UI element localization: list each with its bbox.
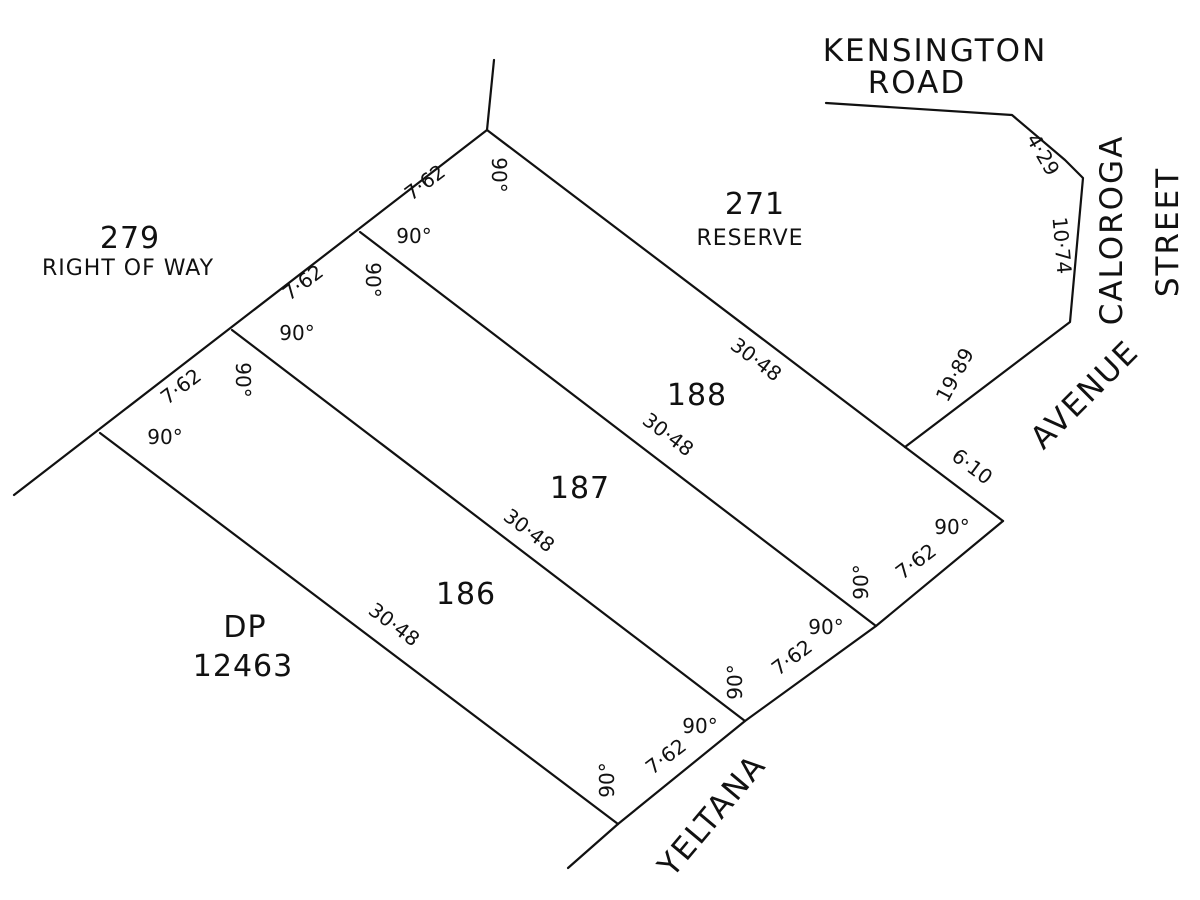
angle-lot-187-rear-upper: 90° bbox=[361, 262, 385, 297]
angle-lot-188-rear-upper: 90° bbox=[487, 157, 511, 192]
northeast-boundary-line bbox=[485, 58, 496, 132]
road-label-avenue: AVENUE bbox=[1024, 334, 1147, 457]
yeltana-frontage-line bbox=[616, 519, 1005, 826]
dimension-lot-186-dp-depth: 30·48 bbox=[364, 598, 424, 652]
angle-lot-186-front-upper: 90° bbox=[682, 714, 717, 738]
dimension-lot-188-top-depth: 30·48 bbox=[726, 333, 786, 387]
dimension-lot-188-rear: 7·62 bbox=[400, 159, 450, 205]
parcel-271-number: 271 bbox=[725, 187, 785, 222]
reserve-road-boundary bbox=[824, 101, 1085, 449]
angle-lot-188-front-lower: 90° bbox=[849, 564, 873, 599]
boundary-lines bbox=[12, 58, 1085, 870]
right-of-way-boundary-line bbox=[12, 128, 489, 497]
dimension-lot-187-rear: 7·62 bbox=[278, 259, 328, 305]
angle-lot-187-front-upper: 90° bbox=[808, 615, 843, 639]
lot-188-top-boundary bbox=[485, 128, 907, 449]
lot-188-number: 188 bbox=[667, 378, 727, 413]
dimension-caloroga-side: 10·74 bbox=[1048, 216, 1077, 275]
angle-lot-187-front-lower: 90° bbox=[723, 664, 747, 699]
lot-188-187-dividing-line bbox=[358, 230, 878, 628]
dimension-avenue-frontage: 6·10 bbox=[947, 443, 997, 489]
deposited-plan-label: DP bbox=[223, 610, 266, 645]
angle-lot-187-rear-lower: 90° bbox=[279, 321, 314, 345]
road-label-caloroga: CALOROGA bbox=[1094, 135, 1130, 326]
dimension-lot-186-rear: 7·62 bbox=[156, 363, 206, 409]
dimension-lot-186-front: 7·62 bbox=[641, 733, 691, 779]
lot-187-number: 187 bbox=[550, 471, 610, 506]
road-label-kensington: KENSINGTON bbox=[823, 33, 1048, 69]
road-label-kensington-road: ROAD bbox=[868, 65, 966, 101]
angle-lot-186-front-lower: 90° bbox=[595, 762, 619, 797]
yeltana-road-line bbox=[566, 822, 620, 870]
parcel-labels: 279 RIGHT OF WAY 271 RESERVE DP 12463 18… bbox=[42, 187, 803, 684]
road-label-street: STREET bbox=[1150, 167, 1186, 297]
parcel-279-description: RIGHT OF WAY bbox=[42, 256, 214, 281]
avenue-frontage-line bbox=[903, 445, 1005, 523]
angle-lot-186-rear-upper: 90° bbox=[231, 362, 255, 397]
angle-lot-186-rear-lower: 90° bbox=[147, 425, 182, 449]
angle-lot-188-rear-lower: 90° bbox=[396, 224, 431, 248]
angle-lot-188-front-upper: 90° bbox=[934, 515, 969, 539]
angle-labels: 90° 90° 90° 90° 90° 90° 90° 90° 90° 90° … bbox=[147, 157, 969, 797]
dimension-lot-187-186-depth: 30·48 bbox=[499, 504, 559, 558]
deposited-plan-number: 12463 bbox=[193, 649, 293, 684]
parcel-279-number: 279 bbox=[100, 221, 160, 256]
road-labels: KENSINGTON ROAD CALOROGA STREET AVENUE Y… bbox=[650, 33, 1186, 884]
lot-187-186-dividing-line bbox=[230, 328, 747, 723]
lot-186-number: 186 bbox=[436, 577, 496, 612]
dimension-lot-188-187-depth: 30·48 bbox=[638, 408, 698, 462]
lot-186-dp-boundary bbox=[98, 431, 620, 826]
parcel-271-description: RESERVE bbox=[696, 226, 803, 251]
